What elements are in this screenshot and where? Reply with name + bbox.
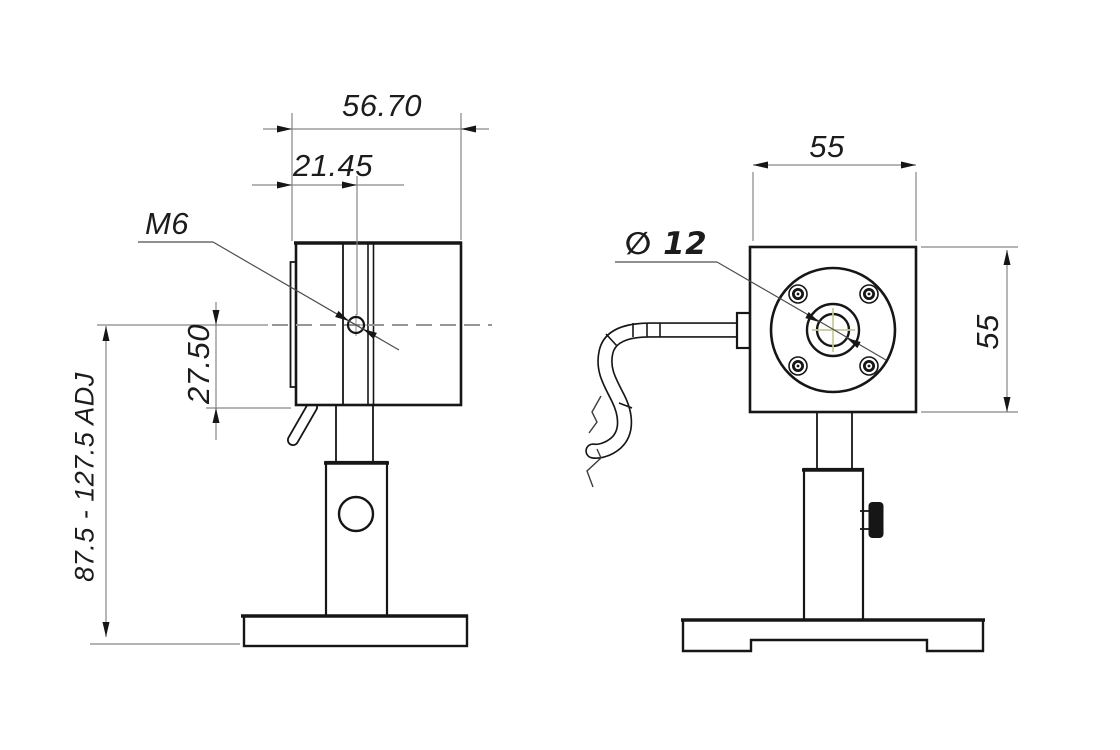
- cable-break-mark: [586, 448, 602, 488]
- screw: [788, 356, 808, 376]
- cable-joint-upper: [605, 333, 618, 347]
- post-upper-front: [816, 411, 853, 470]
- m6-leader: [138, 241, 400, 351]
- dim-label-hole-offset: 21.45: [292, 148, 374, 183]
- cable-joint-lower: [618, 402, 633, 409]
- aperture-label: ∅ 12: [624, 226, 708, 262]
- dim-label-front-height: 55: [970, 314, 1005, 350]
- thread-label: M6: [144, 206, 190, 241]
- post-lower-side: [324, 460, 389, 618]
- aperture-leader: [615, 261, 887, 361]
- front-view-dimension-lines: [752, 164, 1018, 413]
- cable: [585, 311, 752, 488]
- thumbscrew: [860, 502, 884, 538]
- screw: [859, 356, 879, 376]
- base-side: [242, 614, 469, 648]
- dim-label-total-width: 56.70: [341, 88, 423, 123]
- screw: [859, 284, 879, 304]
- side-view-dimension-arrows: [102, 125, 476, 637]
- side-view: [90, 113, 492, 648]
- post-hole-side: [337, 495, 375, 533]
- dim-label-front-width: 55: [809, 129, 845, 164]
- cable-connector: [735, 311, 752, 350]
- flange-screws: [788, 284, 879, 376]
- dim-label-center-height: 27.50: [181, 323, 216, 405]
- base-front: [681, 618, 985, 653]
- flange: [769, 266, 897, 394]
- clamp-lever: [287, 401, 318, 446]
- front-flange-edge: [289, 261, 296, 388]
- screw: [788, 284, 808, 304]
- dim-label-post-height: 87.5 - 127.5 ADJ: [69, 372, 100, 582]
- cable-break-mark: [588, 395, 602, 434]
- front-view: [585, 161, 1018, 653]
- post-upper-side: [335, 404, 374, 463]
- front-view-dimension-arrows: [753, 161, 1011, 412]
- post-lower-front: [802, 467, 865, 622]
